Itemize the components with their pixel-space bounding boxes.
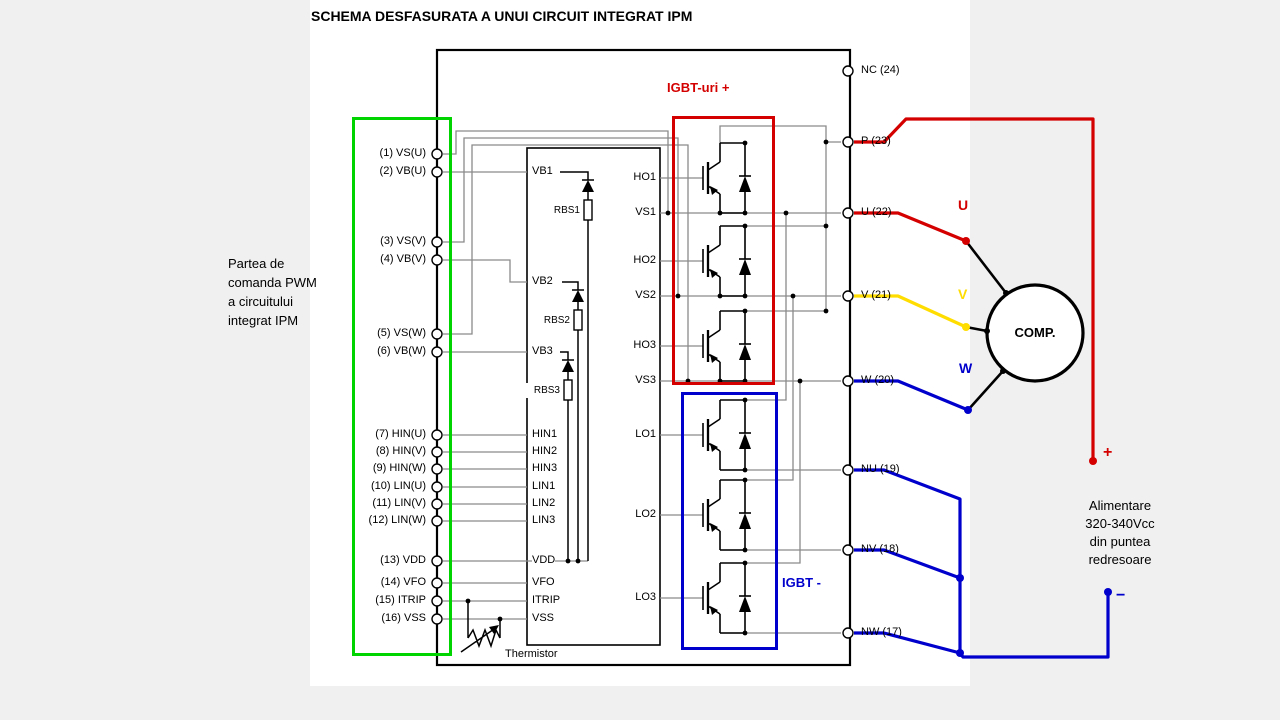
left-pin-label-11: (11) LIN(V) [372,497,426,509]
driver-label-lo2: LO2 [635,508,656,520]
plus-terminal-dot [1089,457,1097,465]
thermistor-label: Thermistor [505,648,558,660]
left-pin-label-9: (9) HIN(W) [372,462,426,474]
left-pin-label-16: (16) VSS [381,612,426,624]
driver-label-hin2: HIN2 [532,444,558,459]
bootstrap-resistor-3 [563,379,573,401]
rbs2-label: RBS2 [536,313,570,328]
left-pin-label-4: (4) VB(V) [380,253,426,265]
motor-contact-v [984,328,990,334]
driver-label-ho3: HO3 [633,339,656,351]
minus-terminal-dot [1104,588,1112,596]
pwm-input-group-box [352,117,452,656]
left-pin-label-2: (2) VB(U) [379,165,426,177]
bootstrap-resistor-1 [583,199,593,221]
phase-w-label: W [959,360,973,376]
igbt-low-group-box [681,392,778,650]
igbt-low-group-label: IGBT - [782,575,821,590]
left-pin-label-10: (10) LIN(U) [370,480,426,492]
driver-label-vb1: VB1 [532,164,553,179]
thermistor-arrow-icon [489,625,499,634]
nv-wire [854,548,961,580]
dc-plus-wire [854,117,1095,461]
n-junction-dot-2 [956,649,964,657]
right-pin-label-nu: NU (19) [861,463,900,475]
left-pin-label-6: (6) VB(W) [377,345,426,357]
bootstrap-diode-1-icon [582,180,594,192]
right-pin-label-u: U (22) [861,206,892,218]
rbs3-label: RBS3 [526,383,560,398]
nu-wire [854,468,962,578]
right-pin-label-nw: NW (17) [861,626,902,638]
left-pin-label-8: (8) HIN(V) [375,445,426,457]
driver-label-itrip: ITRIP [532,593,561,608]
igbt-high-group-box [672,116,775,385]
right-pin-label-nv: NV (18) [861,543,899,555]
motor-contact-u [1003,290,1009,296]
n-junction-dot-1 [956,574,964,582]
u-junction-dot [962,237,970,245]
w-junction-dot [964,406,972,414]
driver-label-vb3: VB3 [532,344,553,359]
motor-label: COMP. [1014,325,1056,340]
motor-lead-u [964,240,1008,294]
ipm-package-outline [435,48,852,667]
phase-u-label: U [958,197,969,213]
driver-label-lin1: LIN1 [532,479,556,494]
phase-v-label: V [958,286,968,302]
driver-label-hin1: HIN1 [532,427,558,442]
pwm-side-note: Partea de comanda PWM a circuitului inte… [228,256,317,328]
page-title: SCHEMA DESFASURATA A UNUI CIRCUIT INTEGR… [311,8,693,24]
right-pin-label-nc: NC (24) [861,64,900,76]
v-junction-dot [962,323,970,331]
driver-label-vfo: VFO [532,575,555,590]
igbt-high-group-label: IGBT-uri + [667,80,730,95]
bootstrap-diode-2-icon [572,290,584,302]
left-pin-label-1: (1) VS(U) [379,147,426,159]
phase-v-wire [854,294,967,329]
left-pin-label-15: (15) ITRIP [375,594,426,606]
driver-label-vs3: VS3 [635,374,656,386]
driver-label-ho2: HO2 [633,254,656,266]
phase-w-wire [854,379,969,412]
junction-dots [465,139,829,636]
right-pin-terminals [842,65,854,639]
plus-terminal-label: + [1103,444,1113,461]
bootstrap-resistor-2 [573,309,583,331]
left-pin-label-13: (13) VDD [380,554,426,566]
driver-label-vs1: VS1 [635,206,656,218]
right-pin-label-v: V (21) [861,289,891,301]
left-pin-label-14: (14) VFO [380,576,426,588]
phase-u-wire [854,211,967,243]
driver-label-lin2: LIN2 [532,496,556,511]
driver-label-ho1: HO1 [633,171,656,183]
driver-label-vdd: VDD [532,553,556,568]
nw-wire [854,631,961,655]
motor-lead-w [967,370,1004,411]
drawing-canvas [310,0,970,686]
left-pin-label-7: (7) HIN(U) [375,428,426,440]
right-pin-label-w: W (20) [861,374,894,386]
left-pin-label-3: (3) VS(V) [380,235,426,247]
driver-label-vb2: VB2 [532,274,553,289]
motor-contact-w [1000,368,1006,374]
driver-label-lo3: LO3 [635,591,656,603]
left-pin-label-5: (5) VS(W) [377,327,426,339]
driver-label-hin3: HIN3 [532,461,558,476]
left-pin-label-12: (12) LIN(W) [368,514,426,526]
driver-label-vs2: VS2 [635,289,656,301]
bootstrap-diode-3-icon [562,360,574,372]
supply-note: Alimentare 320-340Vcc din puntea redreso… [1085,498,1155,567]
dc-minus-wire [958,592,1110,659]
left-pin-terminals [431,148,443,625]
driver-label-lin3: LIN3 [532,513,556,528]
rbs1-label: RBS1 [546,203,580,218]
driver-label-vss: VSS [532,611,555,626]
right-pin-label-p: P (23) [861,135,891,147]
driver-label-lo1: LO1 [635,428,656,440]
minus-terminal-label: − [1116,587,1126,604]
